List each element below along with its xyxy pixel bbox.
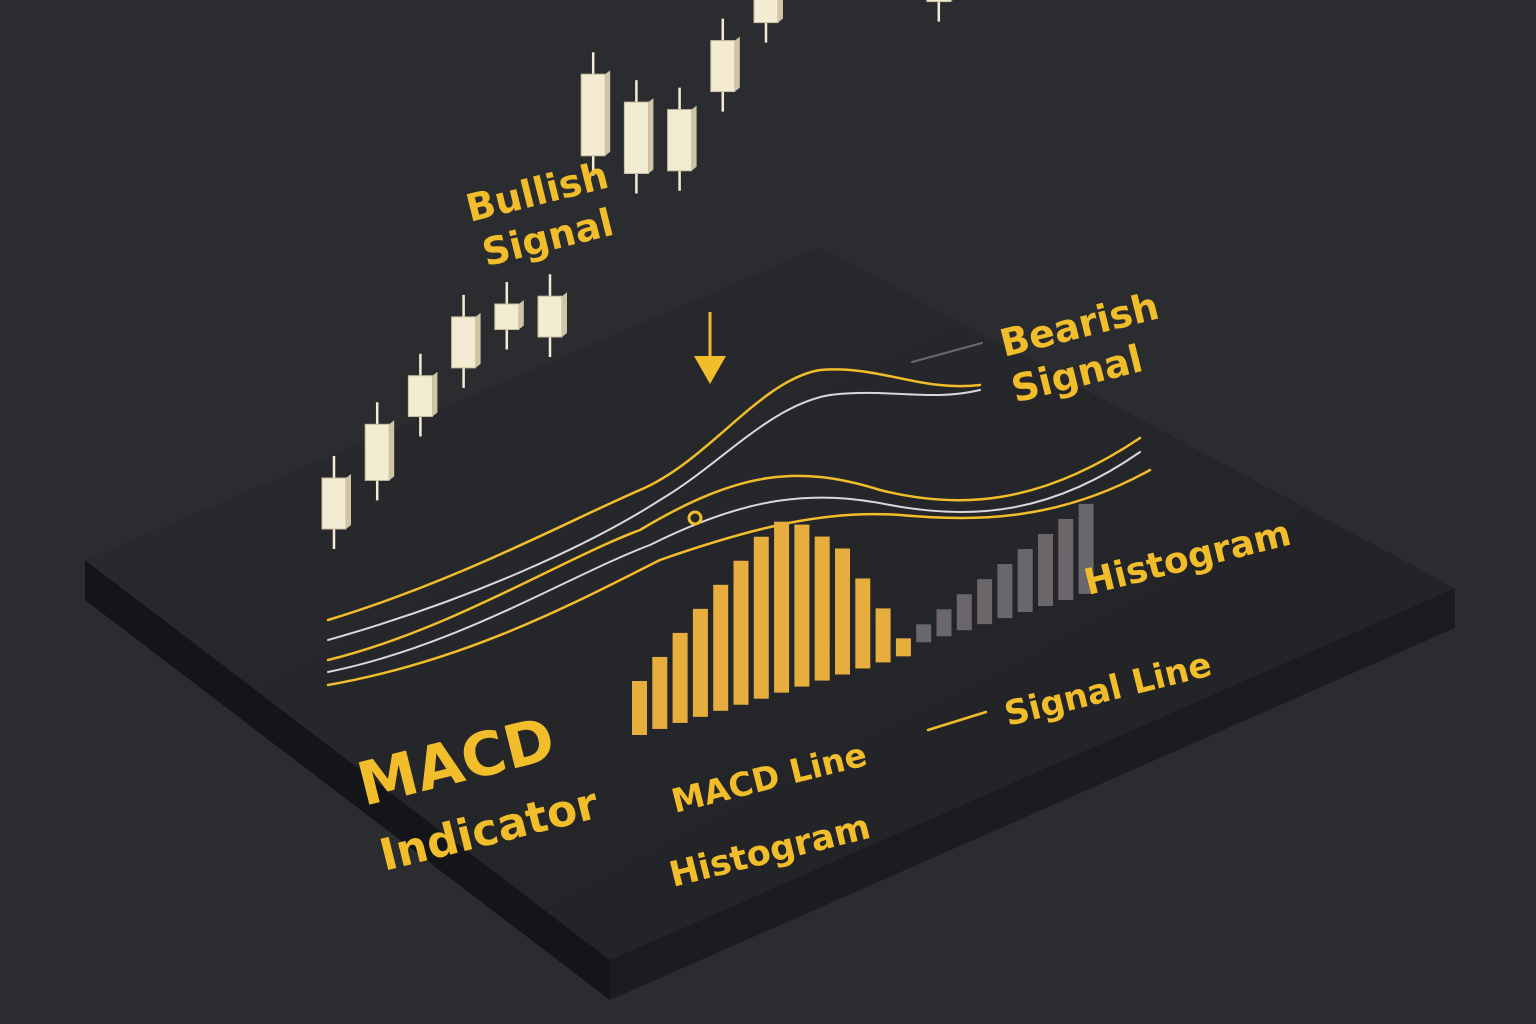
histogram-bar-positive (774, 521, 790, 693)
bullish-signal-arrow (694, 312, 726, 384)
histogram-bar-positive (672, 632, 688, 723)
histogram-bar-negative (956, 594, 972, 631)
candle-body-side (432, 371, 438, 417)
histogram-bar-negative (1058, 518, 1074, 600)
histogram-bar-positive (733, 560, 749, 705)
candle-body-side (778, 0, 783, 23)
arrow-head-icon (694, 356, 726, 384)
bullish-signal-label: Bullish Signal (462, 150, 637, 277)
signal-line-lower (327, 451, 1141, 673)
candle-body (580, 73, 606, 157)
platform (85, 247, 1455, 1000)
histogram-bar-negative (997, 564, 1013, 619)
histogram-bar-positive (652, 656, 668, 729)
candlesticks (321, 0, 953, 549)
histogram-bar-negative (1017, 549, 1033, 613)
candle-body (494, 303, 520, 330)
signal-line-legend-swatch (926, 710, 988, 732)
signal-line-upper (327, 389, 981, 641)
histogram-bar-positive (855, 578, 871, 669)
crossover-dot (687, 510, 703, 526)
candle-body-side (518, 300, 524, 330)
candle-body (451, 316, 477, 369)
histogram-bar-positive (632, 681, 647, 735)
macd-line-middle (326, 436, 1142, 662)
bearish-signal-label: Bearish Signal (996, 281, 1188, 412)
candle-body-side (691, 105, 697, 171)
histogram-bar-negative (936, 609, 952, 637)
candle-body (753, 0, 779, 24)
candle-body-side (605, 70, 611, 156)
candle-body-side (562, 292, 567, 337)
histogram-bar-positive (692, 608, 708, 717)
histogram-bar-positive (875, 608, 891, 663)
candle-body-side (346, 474, 351, 529)
histogram-bars (632, 503, 1094, 735)
histogram-bar-negative (1038, 534, 1053, 606)
candle-body (623, 101, 649, 174)
candle-body-side (389, 420, 395, 481)
candle-body (926, 0, 952, 3)
histogram-bar-positive (814, 536, 830, 681)
macd-lines (326, 342, 1152, 732)
histogram-bar-positive (895, 638, 911, 657)
histogram-bar-negative (916, 624, 932, 643)
histogram-bar-negative (977, 579, 993, 625)
histogram-bar-positive (794, 524, 810, 687)
candle-body (407, 375, 433, 418)
histogram-bar-negative (1078, 503, 1094, 594)
platform-left-side (85, 560, 610, 1000)
candle-body-side (475, 312, 481, 368)
histogram-bar-positive (835, 548, 850, 675)
candle-body-side (734, 36, 740, 92)
histogram-bar-positive (713, 584, 729, 711)
candle-body-side (950, 0, 953, 2)
candle-body-side (648, 98, 654, 174)
histogram-bar-positive (753, 536, 769, 699)
candle-body (667, 109, 693, 172)
candle-body (321, 477, 347, 530)
bearish-signal-pointer-line (911, 342, 983, 363)
candle-body (364, 423, 390, 481)
platform-top (85, 247, 1455, 960)
candle-body (710, 40, 736, 93)
macd-line-upper (326, 368, 982, 622)
platform-right-side (610, 588, 1455, 1000)
candle-body (537, 295, 563, 338)
